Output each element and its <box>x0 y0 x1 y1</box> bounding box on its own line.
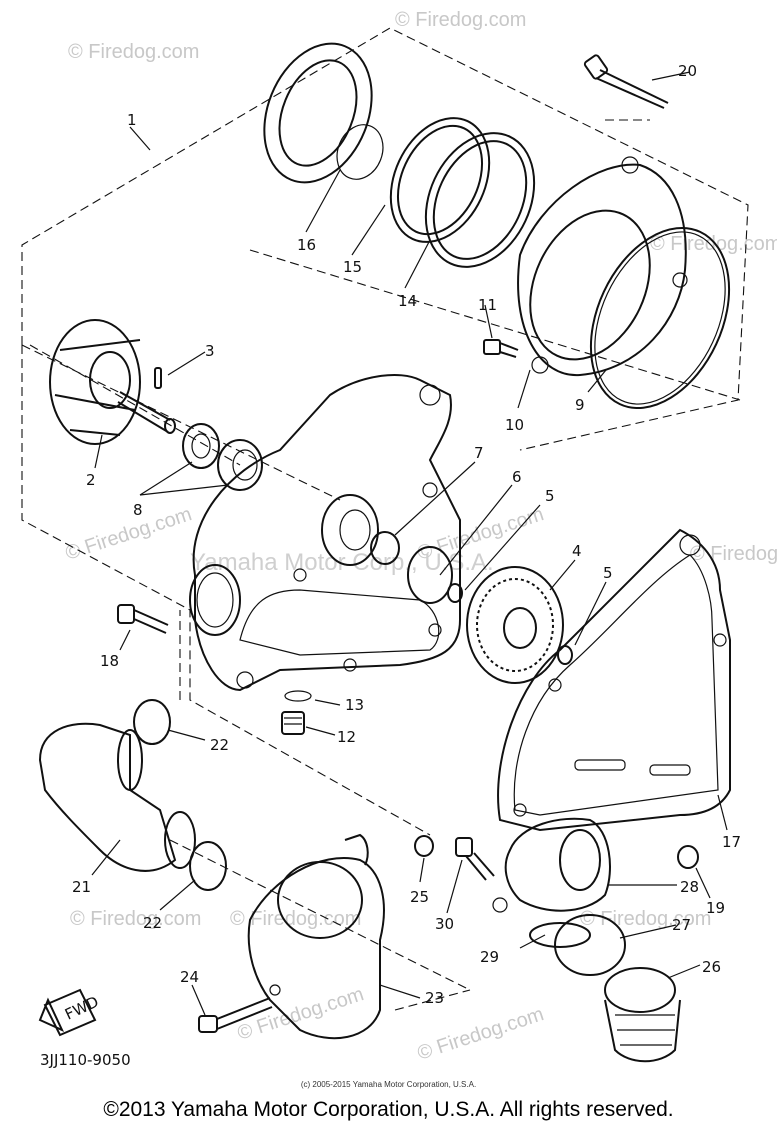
part-label-20: 20 <box>678 62 697 80</box>
watermark: © Firedog.com <box>650 233 777 255</box>
part-label-19: 19 <box>706 899 725 917</box>
watermark: © Firedog.com <box>415 1003 547 1065</box>
part-label-27: 27 <box>672 916 691 934</box>
part-3-pin <box>154 367 162 389</box>
part-label-16: 16 <box>297 236 316 254</box>
watermark: © Firedog.com <box>63 503 195 565</box>
part-label-29: 29 <box>480 948 499 966</box>
part-5-clip <box>447 583 463 603</box>
part-label-11: 11 <box>478 296 497 314</box>
part-4-gear <box>466 566 564 684</box>
part-label-15: 15 <box>343 258 362 276</box>
fwd-arrow-icon: FWD <box>38 988 101 1037</box>
part-labels: 1 2 3 4 5 5 6 7 8 9 10 11 12 13 14 15 16… <box>72 62 741 1007</box>
part-9-oring-inner <box>594 231 726 405</box>
part-12-13 <box>281 690 312 735</box>
part-label-6: 6 <box>512 468 522 486</box>
part-9-oring <box>589 227 731 409</box>
part-label-1: 1 <box>127 111 137 129</box>
leader-lines <box>91 71 728 1016</box>
part-8-seals <box>182 423 263 491</box>
part-label-5b: 5 <box>603 564 613 582</box>
part-27-ring <box>554 914 626 976</box>
part-label-14: 14 <box>398 292 417 310</box>
watermark: © Firedog.com <box>68 41 199 63</box>
part-label-13: 13 <box>345 696 364 714</box>
part-label-2: 2 <box>86 471 96 489</box>
part-label-4: 4 <box>572 542 582 560</box>
center-watermark: Yamaha Motor Corp., U.S.A. <box>190 549 494 576</box>
assembly-outline <box>21 27 749 1011</box>
watermark-layer: © Firedog.com © Firedog.com © Firedog.co… <box>63 9 777 1065</box>
part-16-seal <box>263 42 384 184</box>
drawing-code: 3JJ110-9050 <box>40 1051 131 1069</box>
part-18-bolt <box>117 604 169 634</box>
part-30-bolt <box>455 837 495 881</box>
part-19-plug <box>677 845 699 869</box>
part-label-22: 22 <box>210 736 229 754</box>
part-label-8: 8 <box>133 501 143 519</box>
pump-housing <box>189 374 461 692</box>
part-label-17: 17 <box>722 833 741 851</box>
part-29-ring <box>529 922 591 948</box>
part-label-5: 5 <box>545 487 555 505</box>
part-26-thermostat <box>604 967 681 1063</box>
part-2-impeller <box>49 319 176 445</box>
part-17-gasket <box>497 528 731 832</box>
part-label-23: 23 <box>425 989 444 1007</box>
part-label-26: 26 <box>702 958 721 976</box>
small-copyright: (c) 2005-2015 Yamaha Motor Corporation, … <box>300 1080 477 1089</box>
watermark: © Firedog.com <box>395 9 526 31</box>
part-label-22b: 22 <box>143 914 162 932</box>
part-label-25: 25 <box>410 888 429 906</box>
part-25-plug <box>414 835 434 857</box>
part-label-18: 18 <box>100 652 119 670</box>
part-15-14-rings <box>389 117 536 268</box>
part-label-9: 9 <box>575 396 585 414</box>
part-label-21: 21 <box>72 878 91 896</box>
part-label-24: 24 <box>180 968 199 986</box>
part-label-7: 7 <box>474 444 484 462</box>
part-20-bolt <box>583 54 669 109</box>
watermark: © Firedog.com <box>580 908 711 930</box>
part-label-10: 10 <box>505 416 524 434</box>
copyright-notice: ©2013 Yamaha Motor Corporation, U.S.A. A… <box>103 1098 674 1121</box>
part-label-30: 30 <box>435 915 454 933</box>
part-11-bolt <box>483 339 519 358</box>
watermark: © Firedog.com <box>70 908 201 930</box>
part-label-3: 3 <box>205 342 215 360</box>
part-21-pipe <box>38 699 227 891</box>
part-24-bolt <box>198 997 273 1033</box>
part-28-cover <box>492 817 611 913</box>
part-label-28: 28 <box>680 878 699 896</box>
watermark: © Firedog.com <box>230 908 361 930</box>
part-23-housing <box>247 833 385 1040</box>
part-10-cover <box>517 156 688 377</box>
part-label-12: 12 <box>337 728 356 746</box>
